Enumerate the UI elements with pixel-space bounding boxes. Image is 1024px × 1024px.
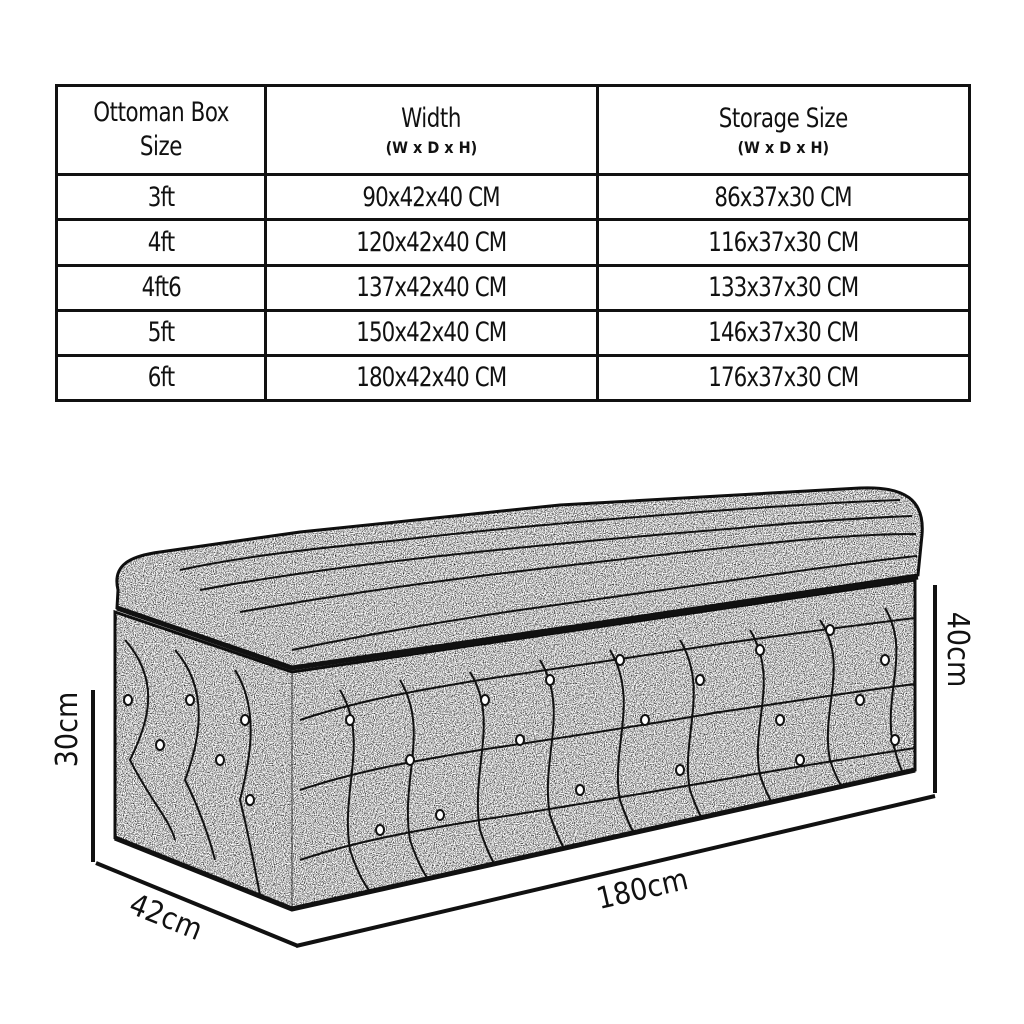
width-value: 90x42x40 CM [362,181,501,213]
size-value: 4ft [147,226,175,258]
header-label-line2: Size [140,131,183,163]
size-value: 5ft [147,317,175,349]
cell-size: 4ft6 [54,263,268,312]
cell-width: 180x42x40 CM [264,353,599,403]
tufting-buttons [123,624,900,836]
ottoman-illustration [113,486,924,912]
table-row: 4ft 120x42x40 CM 116x37x30 CM [54,218,972,267]
lid-seam [116,574,919,671]
table-row: 5ft 150x42x40 CM 146x37x30 CM [54,308,972,357]
table-header-row: Ottoman Box Size Width (W x D x H) Stora… [54,83,972,177]
storage-value: 146x37x30 CM [708,317,859,349]
table-row: 6ft 180x42x40 CM 176x37x30 CM [54,353,972,403]
header-label: Ottoman Box [93,97,229,129]
header-ottoman-box-size: Ottoman Box Size [54,83,268,177]
cell-width: 120x42x40 CM [264,218,599,267]
header-sublabel: (W x D x H) [385,138,478,158]
lid-tufting [179,499,918,651]
cell-storage: 86x37x30 CM [595,173,972,222]
header-label: Storage Size [718,103,848,135]
cell-width: 137x42x40 CM [264,263,599,312]
width-value: 120x42x40 CM [356,226,507,258]
header-label: Width [401,103,462,135]
table-row: 4ft6 137x42x40 CM 133x37x30 CM [54,263,972,312]
dimension-lines [91,585,937,948]
cell-size: 6ft [54,353,268,403]
size-value: 3ft [147,181,175,213]
storage-value: 133x37x30 CM [708,272,859,304]
header-storage-size: Storage Size (W x D x H) [595,83,972,177]
cell-size: 3ft [54,173,268,222]
width-value: 150x42x40 CM [356,317,507,349]
cell-storage: 146x37x30 CM [595,308,972,357]
dimension-label-40cm: 40cm [940,611,976,688]
cell-size: 5ft [54,308,268,357]
header-width: Width (W x D x H) [264,83,599,177]
cell-storage: 133x37x30 CM [595,263,972,312]
size-chart-table: Ottoman Box Size Width (W x D x H) Stora… [54,83,972,403]
cell-width: 150x42x40 CM [264,308,599,357]
header-sublabel: (W x D x H) [737,138,830,158]
width-value: 180x42x40 CM [356,362,507,394]
storage-value: 116x37x30 CM [708,226,859,258]
cell-size: 4ft [54,218,268,267]
cell-storage: 176x37x30 CM [595,353,972,403]
storage-value: 176x37x30 CM [708,362,859,394]
width-value: 137x42x40 CM [356,272,507,304]
dimension-label-30cm: 30cm [50,691,86,768]
storage-value: 86x37x30 CM [714,181,853,213]
cell-storage: 116x37x30 CM [595,218,972,267]
cell-width: 90x42x40 CM [264,173,599,222]
dimension-line-180cm [295,794,936,948]
table-row: 3ft 90x42x40 CM 86x37x30 CM [54,173,972,222]
dimension-line-42cm [95,861,299,948]
size-value: 6ft [147,362,175,394]
size-value: 4ft6 [141,272,182,304]
